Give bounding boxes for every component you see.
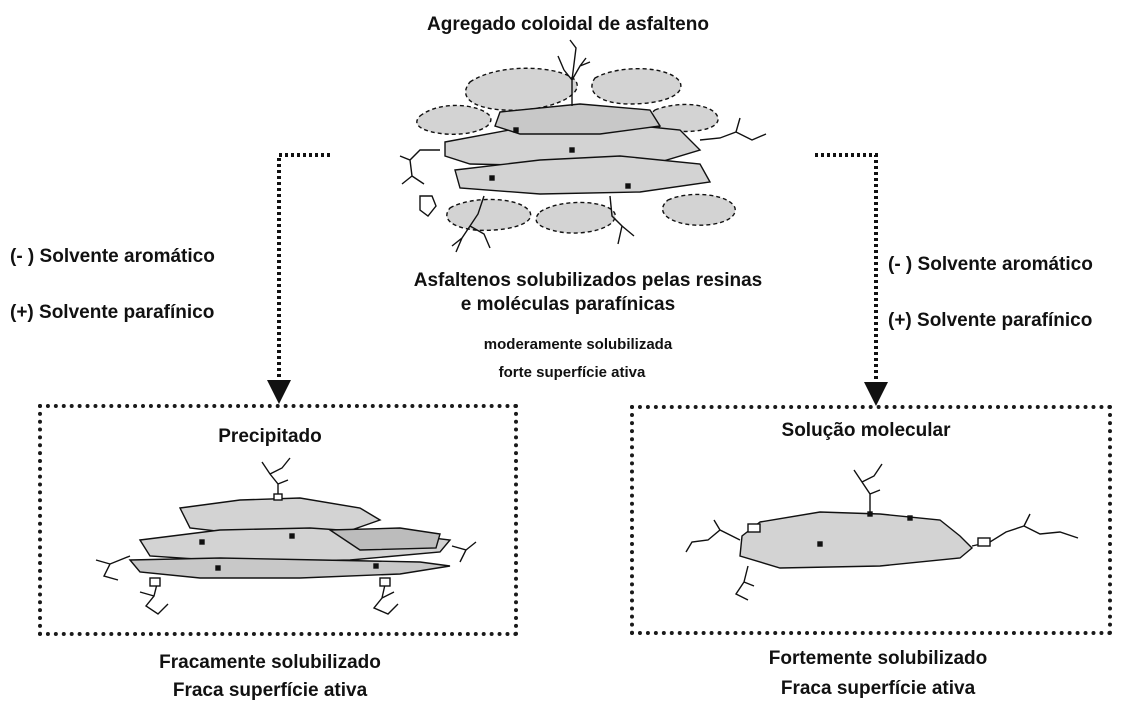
left-label-paraffinic: (+) Solvente parafínico [10, 302, 215, 323]
precipitate-illustration [95, 457, 477, 615]
molecular-illustration [685, 463, 1079, 601]
precipitate-box [38, 404, 518, 636]
right-arrow [815, 153, 888, 406]
colloidal-aggregate-illustration [399, 39, 767, 253]
molecular-caption-line1: Fortemente solubilizado [768, 648, 988, 669]
left-arrow [267, 153, 330, 404]
right-label-paraffinic: (+) Solvente parafínico [888, 310, 1093, 331]
top-caption-line1: Asfaltenos solubilizados pelas resinas [413, 270, 763, 291]
precipitate-title: Precipitado [218, 426, 322, 447]
top-title: Agregado coloidal de asfalteno [427, 14, 709, 35]
left-label-aromatic: (- ) Solvente aromático [10, 246, 215, 267]
top-note-line1: moderamente solubilizada [483, 336, 673, 353]
molecular-solution-title: Solução molecular [781, 420, 951, 441]
molecular-caption-line2: Fraca superfície ativa [780, 678, 976, 699]
right-label-aromatic: (- ) Solvente aromático [888, 254, 1093, 275]
precipitate-caption-line2: Fraca superfície ativa [172, 680, 368, 701]
top-note-line2: forte superfície ativa [498, 364, 646, 381]
molecular-solution-box [630, 405, 1112, 635]
precipitate-caption-line1: Fracamente solubilizado [159, 652, 381, 673]
top-caption-line2: e moléculas parafínicas [460, 294, 676, 315]
